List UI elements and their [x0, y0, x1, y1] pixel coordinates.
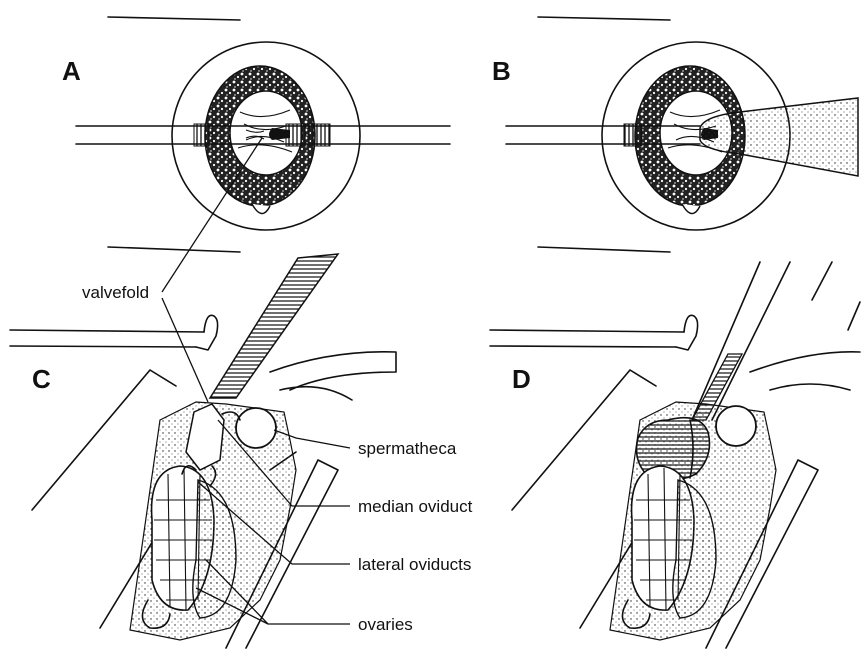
- panel-b: B: [492, 17, 858, 252]
- panel-letter-b: B: [492, 56, 511, 86]
- panel-d: D: [490, 262, 860, 648]
- panel-letter-d: D: [512, 364, 531, 394]
- wall-lines-d: [812, 262, 860, 330]
- label-median-oviduct: median oviduct: [358, 497, 473, 516]
- body-outline-bottom-b: [538, 247, 670, 252]
- panel-c: C: [10, 254, 396, 648]
- tergite-curve-c: [280, 387, 352, 400]
- label-spermatheca: spermatheca: [358, 439, 457, 458]
- tergite-c: [270, 352, 396, 390]
- body-outline-top-b: [538, 17, 670, 20]
- forceps-d: [490, 330, 684, 347]
- label-lateral-oviducts: lateral oviducts: [358, 555, 471, 574]
- body-outline-top-a: [108, 17, 240, 20]
- spermatheca-d: [716, 406, 756, 446]
- spermatheca-c: [236, 408, 276, 448]
- panel-letter-a: A: [62, 56, 81, 86]
- panel-letter-c: C: [32, 364, 51, 394]
- leader-valvefold-c: [162, 298, 208, 402]
- pipette-c: [210, 254, 338, 398]
- forceps-c: [10, 330, 204, 347]
- panel-a: A: [62, 17, 450, 252]
- tergite-d: [750, 352, 860, 390]
- body-outline-bottom-a: [108, 247, 240, 252]
- label-valvefold: valvefold: [82, 283, 149, 302]
- label-ovaries: ovaries: [358, 615, 413, 634]
